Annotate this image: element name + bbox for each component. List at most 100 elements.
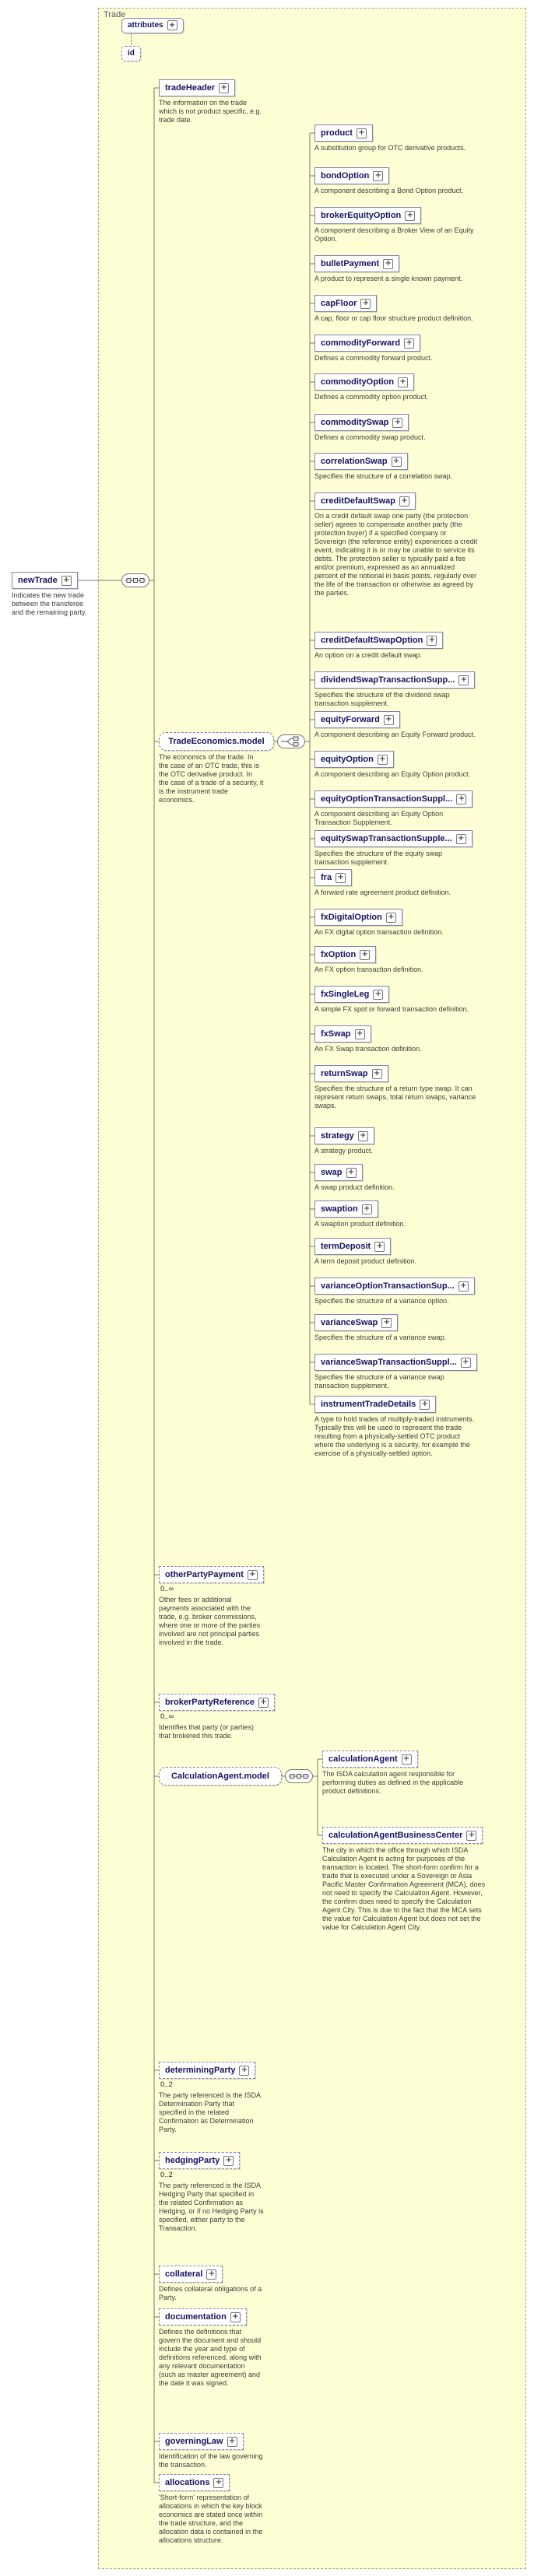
expand-icon[interactable] xyxy=(385,912,396,923)
sequence-icon[interactable] xyxy=(285,1769,313,1783)
expand-icon[interactable] xyxy=(360,298,371,309)
choice-icon[interactable] xyxy=(277,734,305,748)
expand-icon[interactable] xyxy=(373,989,384,1000)
element-commoditySwap: commoditySwap Defines a commodity swap p… xyxy=(314,414,478,442)
expand-icon[interactable] xyxy=(346,1167,357,1178)
element-box[interactable]: varianceSwapTransactionSuppl... xyxy=(314,1354,477,1371)
element-box[interactable]: bondOption xyxy=(314,167,390,184)
element-box[interactable]: fxSwap xyxy=(314,1025,371,1043)
element-box[interactable]: equitySwapTransactionSupple... xyxy=(314,830,473,847)
element-box[interactable]: creditDefaultSwapOption xyxy=(314,632,444,649)
expand-icon[interactable] xyxy=(401,1754,412,1765)
element-box[interactable]: fxDigitalOption xyxy=(314,909,402,926)
expand-icon[interactable] xyxy=(392,417,403,428)
expand-icon[interactable] xyxy=(455,833,466,844)
expand-icon[interactable] xyxy=(258,1697,269,1708)
element-box[interactable]: equityOptionTransactionSuppl... xyxy=(314,790,473,808)
expand-icon[interactable] xyxy=(383,714,394,725)
element-capFloor: capFloor A cap, floor or cap floor struc… xyxy=(314,295,478,323)
expand-icon[interactable] xyxy=(167,20,177,30)
expand-icon[interactable] xyxy=(206,2269,217,2280)
element-box[interactable]: fxOption xyxy=(314,946,377,963)
expand-icon[interactable] xyxy=(420,1399,430,1410)
expand-icon[interactable] xyxy=(456,794,467,804)
expand-icon[interactable] xyxy=(377,754,388,765)
expand-icon[interactable] xyxy=(405,210,416,221)
expand-icon[interactable] xyxy=(213,2477,224,2488)
expand-icon[interactable] xyxy=(247,1569,258,1580)
element-box[interactable]: dividendSwapTransactionSupp... xyxy=(314,671,476,689)
expand-icon[interactable] xyxy=(223,2155,234,2166)
element-box[interactable]: varianceSwap xyxy=(314,1314,399,1331)
element-box[interactable]: commodityForward xyxy=(314,335,421,352)
element-name: brokerEquityOption xyxy=(321,211,402,220)
element-box[interactable]: brokerPartyReference xyxy=(159,1694,275,1711)
expand-icon[interactable] xyxy=(404,338,415,349)
element-box[interactable]: product xyxy=(314,124,373,142)
expand-icon[interactable] xyxy=(230,2311,241,2322)
element-fxSingleLeg: fxSingleLeg A simple FX spot or forward … xyxy=(314,986,478,1014)
expand-icon[interactable] xyxy=(227,2436,237,2447)
element-box[interactable]: calculationAgentBusinessCenter xyxy=(322,1827,483,1844)
attribute-box-id[interactable]: id xyxy=(121,45,141,61)
expand-icon[interactable] xyxy=(61,575,72,586)
element-box[interactable]: commodityOption xyxy=(314,373,415,391)
element-box[interactable]: governingLaw xyxy=(159,2433,244,2450)
element-box[interactable]: fxSingleLeg xyxy=(314,986,390,1003)
expand-icon[interactable] xyxy=(357,1130,368,1141)
expand-icon[interactable] xyxy=(371,1068,382,1079)
element-box[interactable]: varianceOptionTransactionSup... xyxy=(314,1277,475,1295)
element-annotation: On a credit default swap one party (the … xyxy=(314,512,478,597)
element-box-newTrade[interactable]: newTrade xyxy=(12,572,78,589)
element-box[interactable]: hedgingParty xyxy=(159,2152,241,2169)
element-box[interactable]: commoditySwap xyxy=(314,414,409,431)
expand-icon[interactable] xyxy=(458,675,469,685)
element-box[interactable]: termDeposit xyxy=(314,1238,392,1255)
expand-icon[interactable] xyxy=(373,170,384,181)
element-box[interactable]: determiningParty xyxy=(159,2062,256,2079)
expand-icon[interactable] xyxy=(458,1281,469,1292)
expand-icon[interactable] xyxy=(374,1241,385,1252)
expand-icon[interactable] xyxy=(239,2065,250,2076)
expand-icon[interactable] xyxy=(354,1029,365,1039)
attributes-box[interactable]: attributes xyxy=(121,17,184,33)
expand-icon[interactable] xyxy=(391,456,402,467)
element-name: commodityOption xyxy=(321,377,395,387)
expand-icon[interactable] xyxy=(398,377,409,387)
expand-icon[interactable] xyxy=(383,258,394,269)
expand-icon[interactable] xyxy=(427,635,437,646)
element-box[interactable]: correlationSwap xyxy=(314,453,408,470)
expand-icon[interactable] xyxy=(356,128,367,138)
sequence-icon[interactable] xyxy=(121,573,149,587)
element-box[interactable]: allocations xyxy=(159,2474,230,2491)
expand-icon[interactable] xyxy=(381,1317,392,1328)
element-box[interactable]: swap xyxy=(314,1164,363,1181)
element-box[interactable]: creditDefaultSwap xyxy=(314,492,416,510)
element-box[interactable]: otherPartyPayment xyxy=(159,1566,264,1583)
element-box[interactable]: equityForward xyxy=(314,711,400,728)
expand-icon[interactable] xyxy=(399,496,409,506)
element-box[interactable]: strategy xyxy=(314,1127,374,1144)
element-box[interactable]: instrumentTradeDetails xyxy=(314,1396,437,1413)
expand-icon[interactable] xyxy=(466,1830,477,1841)
expand-icon[interactable] xyxy=(460,1357,471,1368)
element-box[interactable]: fra xyxy=(314,869,353,886)
expand-icon[interactable] xyxy=(219,82,230,93)
element-box[interactable]: collateral xyxy=(159,2266,223,2283)
model-box-calculation-agent[interactable]: CalculationAgent.model xyxy=(159,1767,282,1786)
element-box[interactable]: equityOption xyxy=(314,751,394,768)
element-box[interactable]: returnSwap xyxy=(314,1065,388,1082)
expand-icon[interactable] xyxy=(336,872,346,883)
expand-icon[interactable] xyxy=(361,1204,372,1214)
element-box[interactable]: swaption xyxy=(314,1200,378,1218)
element-box-tradeHeader[interactable]: tradeHeader xyxy=(159,79,236,96)
element-name: calculationAgent xyxy=(328,1754,398,1764)
element-name: equityForward xyxy=(321,715,380,724)
element-box[interactable]: capFloor xyxy=(314,295,378,312)
element-box[interactable]: calculationAgent xyxy=(322,1751,418,1768)
element-box[interactable]: bulletPayment xyxy=(314,255,400,272)
expand-icon[interactable] xyxy=(360,949,371,960)
element-box[interactable]: brokerEquityOption xyxy=(314,207,422,224)
model-box-trade-economics[interactable]: TradeEconomics.model xyxy=(159,732,274,751)
element-box[interactable]: documentation xyxy=(159,2308,247,2325)
